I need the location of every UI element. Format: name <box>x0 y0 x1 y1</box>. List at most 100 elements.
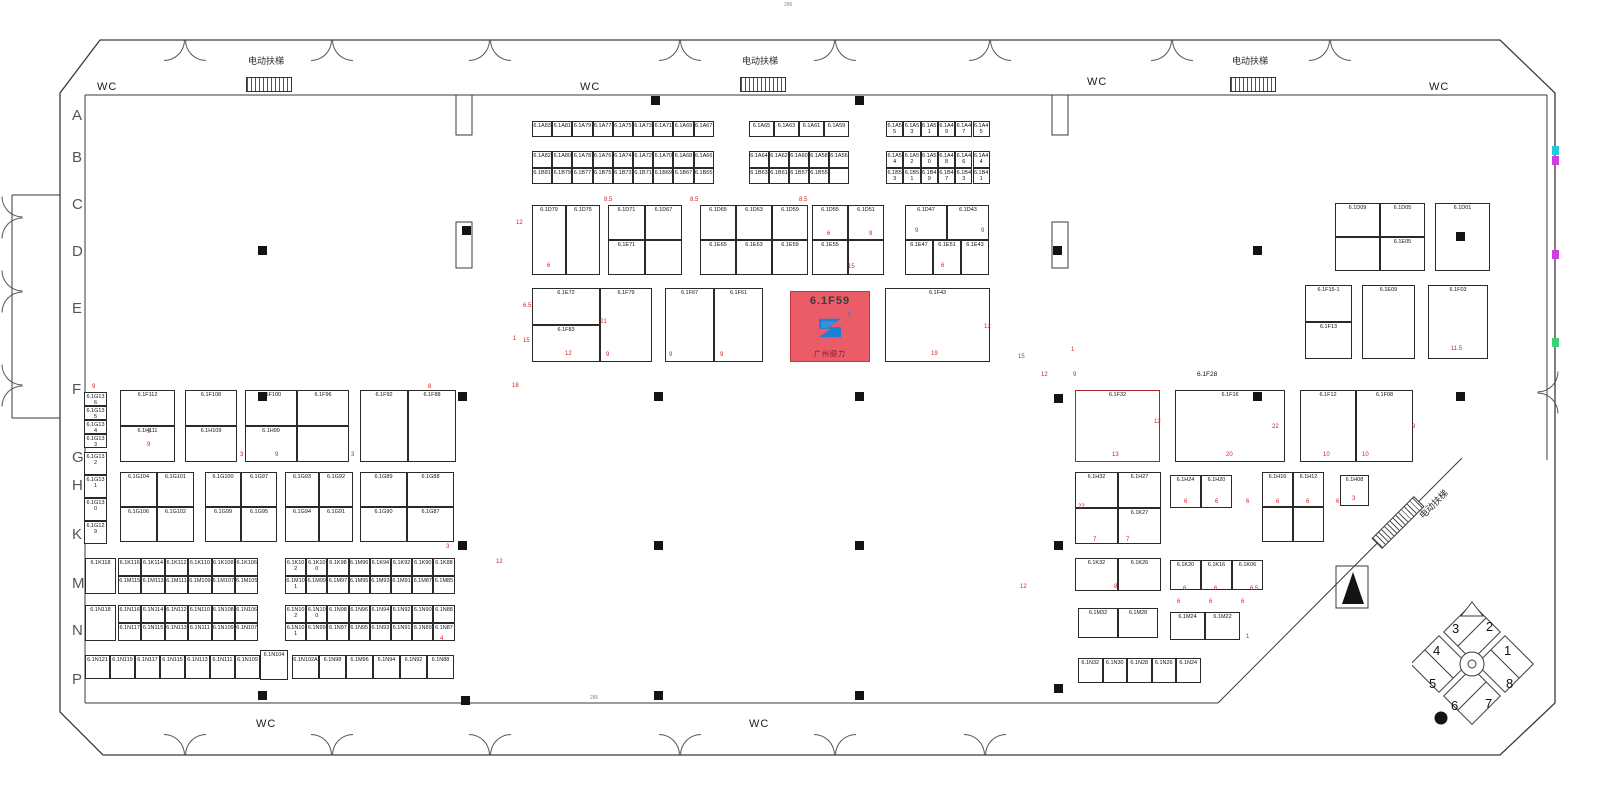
booth-6-1G90[interactable]: 6.1G90 <box>360 507 407 542</box>
booth-6-1K102[interactable]: 6.1K102 <box>285 558 307 576</box>
booth-6-1M93[interactable]: 6.1M93 <box>369 576 391 594</box>
booth-6-1D63[interactable]: 6.1D63 <box>736 205 772 240</box>
booth-6-1A72[interactable]: 6.1A72 <box>633 151 654 168</box>
booth-6-1E72[interactable]: 6.1E72 <box>532 288 600 325</box>
booth-empty[interactable] <box>1293 507 1324 542</box>
booth-6-1M113[interactable]: 6.1M113 <box>141 576 165 594</box>
booth-6-1N117[interactable]: 6.1N117 <box>135 655 160 679</box>
booth-6-1A53[interactable]: 6.1A53 <box>903 121 921 137</box>
booth-6-1G97[interactable]: 6.1G97 <box>241 472 277 507</box>
hall-number-8[interactable]: 8 <box>1506 676 1514 691</box>
booth-6-1B47[interactable]: 6.1B47 <box>937 167 956 184</box>
booth-6-1N91[interactable]: 6.1N91 <box>391 623 413 641</box>
booth-6-1N108[interactable]: 6.1N108 <box>211 605 235 623</box>
booth-6-1A68[interactable]: 6.1A68 <box>673 151 694 168</box>
booth-6-1N118[interactable]: 6.1N118 <box>85 605 116 641</box>
booth-6-1H08[interactable]: 6.1H08 <box>1340 475 1369 506</box>
booth-6-1N113[interactable]: 6.1N113 <box>185 655 210 679</box>
booth-6-1D65[interactable]: 6.1D65 <box>700 205 736 240</box>
booth-6-1D47[interactable]: 6.1D47 <box>905 205 947 240</box>
booth-6-1N93[interactable]: 6.1N93 <box>369 623 391 641</box>
booth-6-1A81[interactable]: 6.1A81 <box>552 121 573 137</box>
hall-number-3[interactable]: 3 <box>1452 621 1460 636</box>
booth-6-1N121[interactable]: 6.1N121 <box>85 655 110 679</box>
booth-6-1K06[interactable]: 6.1K06 <box>1232 560 1263 590</box>
booth-6-1F03[interactable]: 6.1F03 <box>1428 285 1488 359</box>
booth-6-1F12[interactable]: 6.1F12 <box>1300 390 1356 462</box>
booth-6-1A52[interactable]: 6.1A52 <box>903 151 921 168</box>
booth-6-1K20[interactable]: 6.1K20 <box>1170 560 1201 590</box>
booth-6-1G101[interactable]: 6.1G101 <box>157 472 194 507</box>
booth-6-1N28[interactable]: 6.1N28 <box>1127 658 1152 683</box>
booth-6-1A76[interactable]: 6.1A76 <box>592 151 613 168</box>
booth-6-1N88[interactable]: 6.1N88 <box>427 655 454 679</box>
booth-6-1B53[interactable]: 6.1B53 <box>886 167 904 184</box>
booth-6-1F43[interactable]: 6.1F43 <box>885 288 990 362</box>
booth-6-1F16[interactable]: 6.1F16 <box>1175 390 1285 462</box>
booth-6-1A67[interactable]: 6.1A67 <box>693 121 714 137</box>
booth-6-1A49[interactable]: 6.1A49 <box>937 121 956 137</box>
booth-6-1A58[interactable]: 6.1A58 <box>809 151 829 168</box>
booth-6-1B57[interactable]: 6.1B57 <box>789 167 809 184</box>
booth-6-1G106[interactable]: 6.1G106 <box>120 507 157 542</box>
booth-6-1G95[interactable]: 6.1G95 <box>241 507 277 542</box>
booth-6-1D43[interactable]: 6.1D43 <box>947 205 989 240</box>
booth-6-1N32[interactable]: 6.1N32 <box>1078 658 1103 683</box>
booth-6-1K27[interactable]: 6.1K27 <box>1118 508 1161 544</box>
booth-6-1M105[interactable]: 6.1M105 <box>235 576 259 594</box>
booth-6-1A79[interactable]: 6.1A79 <box>572 121 593 137</box>
booth-6-1K118[interactable]: 6.1K118 <box>85 558 116 594</box>
booth-6-1A63[interactable]: 6.1A63 <box>774 121 799 137</box>
booth-6-1E43[interactable]: 6.1E43 <box>961 240 989 275</box>
booth-6-1N26[interactable]: 6.1N26 <box>1151 658 1176 683</box>
booth-6-1N115[interactable]: 6.1N115 <box>141 623 165 641</box>
booth-empty[interactable] <box>1335 237 1380 271</box>
booth-6-1B63[interactable]: 6.1B63 <box>749 167 769 184</box>
booth-6-1M109[interactable]: 6.1M109 <box>188 576 212 594</box>
booth-6-1F79[interactable]: 6.1F79 <box>600 288 652 362</box>
booth-6-1D71[interactable]: 6.1D71 <box>608 205 645 240</box>
booth-empty[interactable] <box>829 167 849 184</box>
booth-6-1F100[interactable]: 6.1F100 <box>245 390 297 426</box>
booth-6-1N107[interactable]: 6.1N107 <box>235 623 259 641</box>
booth-6-1N99[interactable]: 6.1N99 <box>306 623 328 641</box>
booth-6-1B67[interactable]: 6.1B67 <box>673 167 694 184</box>
booth-6-1H99[interactable]: 6.1H99 <box>245 426 297 462</box>
booth-6-1A59[interactable]: 6.1A59 <box>824 121 849 137</box>
hall-number-2[interactable]: 2 <box>1486 619 1494 634</box>
booth-6-1G99[interactable]: 6.1G99 <box>205 507 241 542</box>
booth-6-1N98[interactable]: 6.1N98 <box>327 605 349 623</box>
booth-6-1N102A[interactable]: 6.1N102A <box>292 655 319 679</box>
booth-6-1A69[interactable]: 6.1A69 <box>673 121 694 137</box>
booth-6-1B81[interactable]: 6.1B81 <box>532 167 553 184</box>
booth-6-1B51[interactable]: 6.1B51 <box>903 167 921 184</box>
booth-6-1K100[interactable]: 6.1K100 <box>306 558 328 576</box>
booth-6-1N109[interactable]: 6.1N109 <box>211 623 235 641</box>
booth-6-1A77[interactable]: 6.1A77 <box>592 121 613 137</box>
booth-6-1K110[interactable]: 6.1K110 <box>188 558 212 576</box>
booth-6-1E05[interactable]: 6.1E05 <box>1380 237 1425 271</box>
hall-number-7[interactable]: 7 <box>1485 696 1493 711</box>
booth-6-1A83[interactable]: 6.1A83 <box>532 121 553 137</box>
booth-6-1A66[interactable]: 6.1A66 <box>693 151 714 168</box>
booth-6-1N113[interactable]: 6.1N113 <box>164 623 189 641</box>
booth-6-1G102[interactable]: 6.1G102 <box>157 507 194 542</box>
booth-6-1M96[interactable]: 6.1M96 <box>346 655 373 679</box>
booth-6-1F13[interactable]: 6.1F13 <box>1305 322 1352 359</box>
booth-6-1E65[interactable]: 6.1E65 <box>700 240 736 275</box>
booth-6-1B77[interactable]: 6.1B77 <box>572 167 593 184</box>
booth-6-1G94[interactable]: 6.1G94 <box>285 507 319 542</box>
booth-6-1D55[interactable]: 6.1D55 <box>812 205 848 240</box>
booth-6-1K108[interactable]: 6.1K108 <box>211 558 235 576</box>
booth-6-1M107[interactable]: 6.1M107 <box>211 576 235 594</box>
booth-6-1M101[interactable]: 6.1M101 <box>285 576 307 594</box>
booth-6-1E51[interactable]: 6.1E51 <box>933 240 961 275</box>
booth-6-1N92[interactable]: 6.1N92 <box>391 605 413 623</box>
booth-6-1A75[interactable]: 6.1A75 <box>612 121 633 137</box>
booth-6-1A46[interactable]: 6.1A46 <box>955 151 973 168</box>
booth-6-1N102[interactable]: 6.1N102 <box>285 605 307 623</box>
booth-6-1B71[interactable]: 6.1B71 <box>633 167 654 184</box>
booth-6-1N111[interactable]: 6.1N111 <box>188 623 212 641</box>
booth-6-1H16[interactable]: 6.1H16 <box>1262 472 1293 507</box>
booth-6-1K106[interactable]: 6.1K106 <box>235 558 259 576</box>
